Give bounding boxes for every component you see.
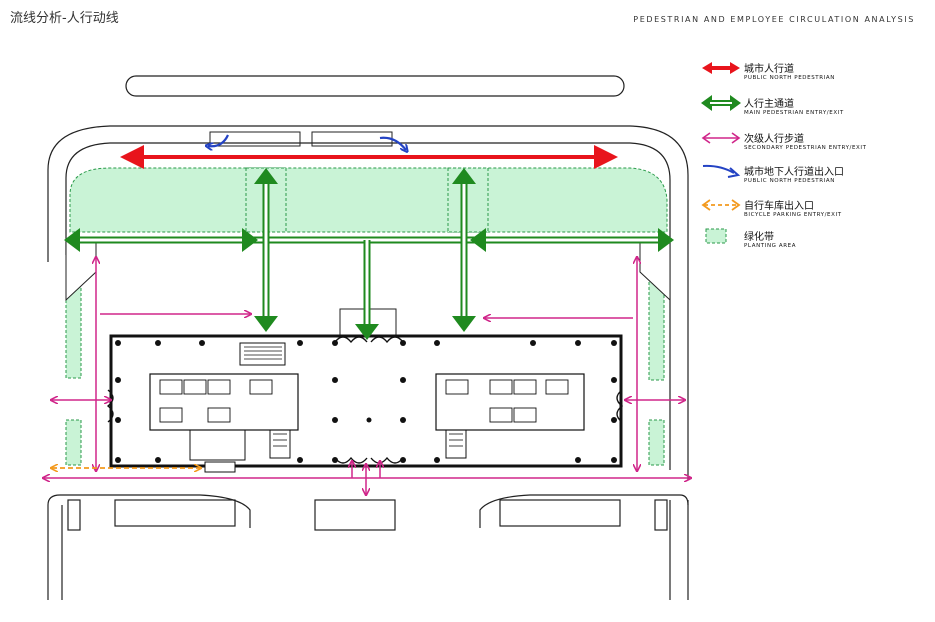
legend-label-cn: 次级人行步道 [744, 134, 804, 145]
building-footprint [106, 334, 624, 473]
legend-label-en: MAIN PEDESTRIAN ENTRY/EXIT [744, 110, 844, 116]
legend-item-secondary-entry: 次级人行步道 SECONDARY PEDESTRIAN ENTRY/EXIT [700, 130, 930, 160]
legend-label-en: PLANTING AREA [744, 243, 797, 249]
legend-label-en: PUBLIC NORTH PEDESTRIAN [744, 75, 835, 81]
red-double-arrow-icon [702, 62, 740, 74]
legend-label-en: SECONDARY PEDESTRIAN ENTRY/EXIT [744, 145, 867, 151]
legend-item-bicycle-entry: 自行车库出入口 BICYCLE PARKING ENTRY/EXIT [700, 197, 930, 227]
legend-label-cn: 城市人行道 [744, 64, 794, 75]
blue-curved-arrow-icon [702, 164, 741, 178]
secondary-pedestrian-paths [44, 258, 690, 494]
entry-doors [106, 336, 624, 464]
legend-item-public-sidewalk: 城市人行道 PUBLIC NORTH PEDESTRIAN [700, 60, 930, 90]
legend-item-planting: 绿化带 PLANTING AREA [700, 228, 930, 258]
page-subtitle: PEDESTRIAN AND EMPLOYEE CIRCULATION ANAL… [633, 15, 915, 24]
legend-label-en: PUBLIC NORTH PEDESTRIAN [744, 178, 835, 184]
green-double-arrow-icon [701, 95, 741, 111]
orange-dashed-arrow-icon [701, 199, 741, 211]
magenta-double-arrow-icon [701, 132, 741, 144]
legend-item-underground-entry: 城市地下人行道出入口 PUBLIC NORTH PEDESTRIAN [700, 163, 930, 193]
legend-label-cn: 自行车库出入口 [744, 201, 814, 212]
planting-area-side [65, 274, 665, 466]
underground-entrance-paths [208, 134, 406, 150]
page-title: 流线分析-人行动线 [10, 11, 119, 26]
legend-label-cn: 城市地下人行道出入口 [744, 167, 844, 178]
planting-area-top [69, 167, 668, 233]
legend-label-cn: 人行主通道 [744, 99, 794, 110]
site-boundary [47, 75, 689, 600]
planting-area-swatch-icon [705, 228, 727, 244]
legend-label-cn: 绿化带 [744, 232, 774, 243]
main-pedestrian-arrowheads [64, 168, 674, 340]
legend-item-main-entry: 人行主通道 MAIN PEDESTRIAN ENTRY/EXIT [700, 95, 930, 125]
legend-label-en: BICYCLE PARKING ENTRY/EXIT [744, 212, 842, 218]
building-columns [115, 340, 617, 463]
main-pedestrian-paths [74, 178, 664, 330]
